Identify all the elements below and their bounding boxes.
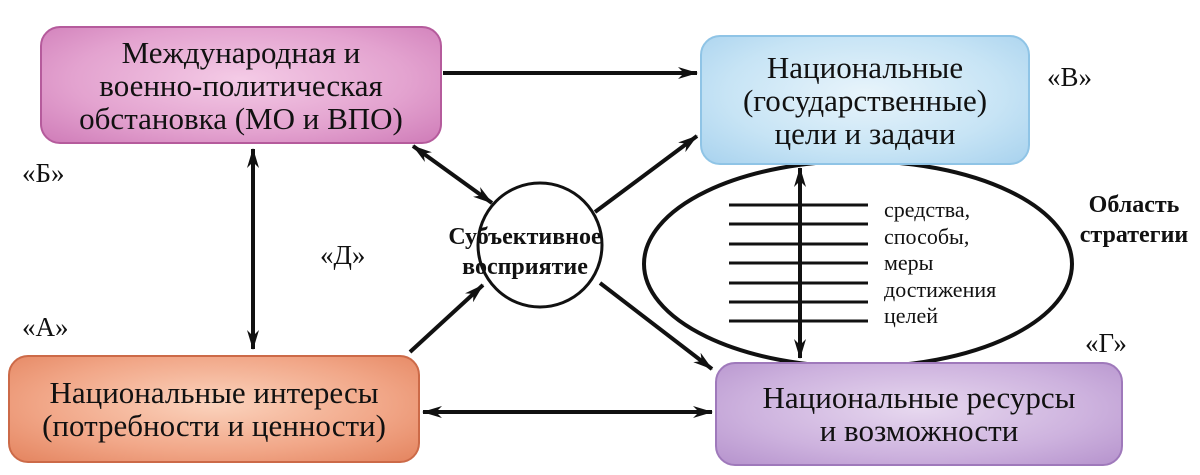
box-international-situation: Международная и военно-политическая обст…: [40, 26, 442, 144]
label-v: «В»: [1047, 62, 1093, 92]
box-national-interests-label: Национальные интересы (потребности и цен…: [42, 375, 386, 443]
box-international-situation-label: Международная и военно-политическая обст…: [79, 34, 403, 136]
box-national-interests: Национальные интересы (потребности и цен…: [8, 355, 420, 463]
box-national-goals-label: Национальные (государственные) цели и за…: [742, 49, 988, 151]
strategy-means-text: средства, способы, меры достижения целей: [884, 197, 997, 328]
box-national-resources-label: Национальные ресурсы и возможности: [762, 380, 1076, 448]
label-g: «Г»: [1085, 328, 1127, 358]
subjective-perception-label: Субъективное восприятие: [448, 224, 602, 280]
label-b: «Б»: [22, 158, 65, 188]
label-a: «А»: [22, 312, 69, 342]
arrow-perception-to-goals: [593, 134, 699, 214]
arrow-interests-to-perception: [408, 283, 485, 354]
box-national-resources: Национальные ресурсы и возможности: [715, 362, 1123, 466]
means-lines: [729, 203, 868, 323]
label-d: «Д»: [320, 240, 366, 270]
arrow-mo-perception: [411, 144, 494, 205]
strategy-area-title: Область стратегии: [1079, 192, 1189, 248]
perception-circle: [476, 181, 604, 309]
arrow-perception-to-resources: [598, 281, 714, 371]
box-national-goals: Национальные (государственные) цели и за…: [700, 35, 1030, 165]
